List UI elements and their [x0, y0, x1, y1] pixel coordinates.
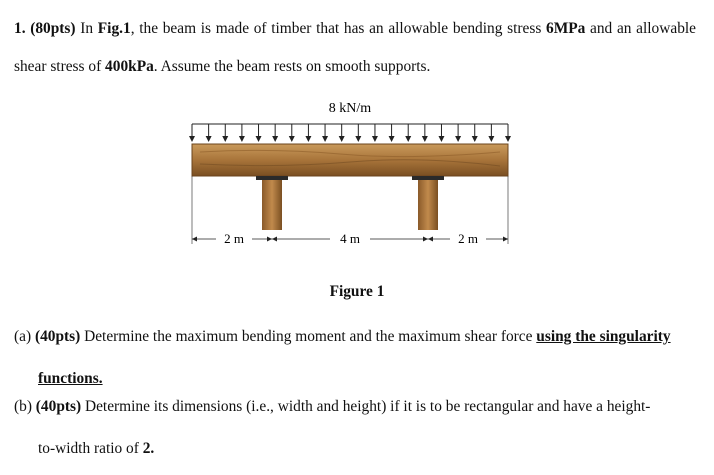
load-arrow-head	[421, 136, 428, 142]
part-b: (b) (40pts) Determine its dimensions (i.…	[14, 398, 651, 457]
dimension-lines	[192, 236, 508, 242]
beam-diagram: 8 kN/m	[189, 101, 511, 246]
load-arrow-head	[371, 136, 378, 142]
load-arrow-head	[305, 136, 312, 142]
ratio-value: 2.	[142, 440, 155, 457]
load-arrow-head	[255, 136, 262, 142]
load-arrow-head	[438, 136, 445, 142]
dim-left-label: 2 m	[224, 231, 244, 246]
load-arrow-head	[322, 136, 329, 142]
shear-stress-value: 400kPa	[105, 58, 154, 75]
load-arrow-head	[388, 136, 395, 142]
load-arrow-head	[355, 136, 362, 142]
load-arrow-head	[272, 136, 279, 142]
timber-beam	[191, 143, 509, 177]
question-text: 1. (80pts) In Fig.1, the beam is made of…	[14, 20, 696, 75]
load-arrow-head	[455, 136, 462, 142]
bending-stress-value: 6MPa	[546, 20, 586, 37]
load-arrow-head	[288, 136, 295, 142]
load-arrow-head	[205, 136, 212, 142]
dim-right-label: 2 m	[458, 231, 478, 246]
load-arrow-head	[189, 136, 195, 142]
load-arrow-head	[405, 136, 412, 142]
load-arrow-head	[222, 136, 229, 142]
figure-caption: Figure 1	[329, 283, 385, 300]
singularity-emphasis: using the singularity	[536, 328, 671, 345]
distributed-load-arrows	[189, 123, 511, 142]
load-label: 8 kN/m	[329, 101, 372, 116]
load-arrow-head	[471, 136, 478, 142]
right-support	[412, 176, 444, 230]
beam-figure: 8 kN/m	[180, 96, 520, 256]
load-arrow-head	[488, 136, 495, 142]
left-support	[256, 176, 288, 230]
question-number: 1. (80pts)	[14, 20, 76, 37]
load-arrow-head	[238, 136, 245, 142]
singularity-emphasis-cont: functions.	[38, 370, 103, 387]
load-arrow-head	[505, 136, 511, 142]
part-a: (a) (40pts) Determine the maximum bendin…	[14, 316, 704, 400]
dim-mid-label: 4 m	[340, 231, 360, 246]
figure-reference: Fig.1	[97, 20, 131, 37]
load-arrow-head	[338, 136, 345, 142]
